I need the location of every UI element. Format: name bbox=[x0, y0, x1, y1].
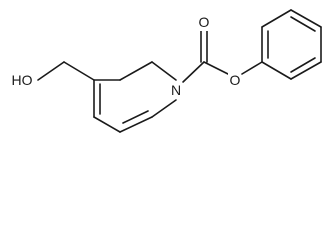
bond-c6-c5-single bbox=[119, 116, 153, 133]
bond-c2-n1 bbox=[151, 61, 177, 81]
dihydropyridine-ring bbox=[93, 61, 177, 133]
bond-n1-c6 bbox=[151, 99, 177, 118]
carbamate-group: O O bbox=[182, 13, 263, 89]
bond-carbonyl-c-ester-o bbox=[203, 61, 229, 75]
bond-ester-o-phenyl bbox=[241, 61, 263, 75]
phenyl-bond-5 bbox=[290, 61, 322, 80]
phenyl-bond-3-inner bbox=[290, 16, 316, 32]
chemical-structure: HO N O O bbox=[8, 9, 322, 133]
hydroxyl-label: HO bbox=[12, 72, 33, 88]
bond-n1-carbonyl-c bbox=[182, 61, 205, 83]
bond-c3-c2 bbox=[119, 61, 153, 81]
phenyl-bond-6 bbox=[261, 61, 292, 80]
bond-c3-ch2 bbox=[63, 61, 95, 81]
phenyl-bond-2 bbox=[261, 9, 292, 28]
phenyl-bond-5-inner bbox=[290, 57, 316, 73]
phenyl-bond-3 bbox=[290, 9, 322, 28]
hydroxymethyl-group: HO bbox=[8, 61, 95, 89]
bond-ch2-oh bbox=[37, 61, 65, 81]
phenyl-ring bbox=[261, 9, 322, 80]
nitrogen-label: N bbox=[171, 82, 181, 98]
carbonyl-oxygen-label: O bbox=[199, 14, 210, 30]
bond-c6-c5-double bbox=[122, 110, 149, 124]
ester-oxygen-label: O bbox=[230, 72, 241, 88]
bond-c5-c4 bbox=[93, 116, 121, 133]
